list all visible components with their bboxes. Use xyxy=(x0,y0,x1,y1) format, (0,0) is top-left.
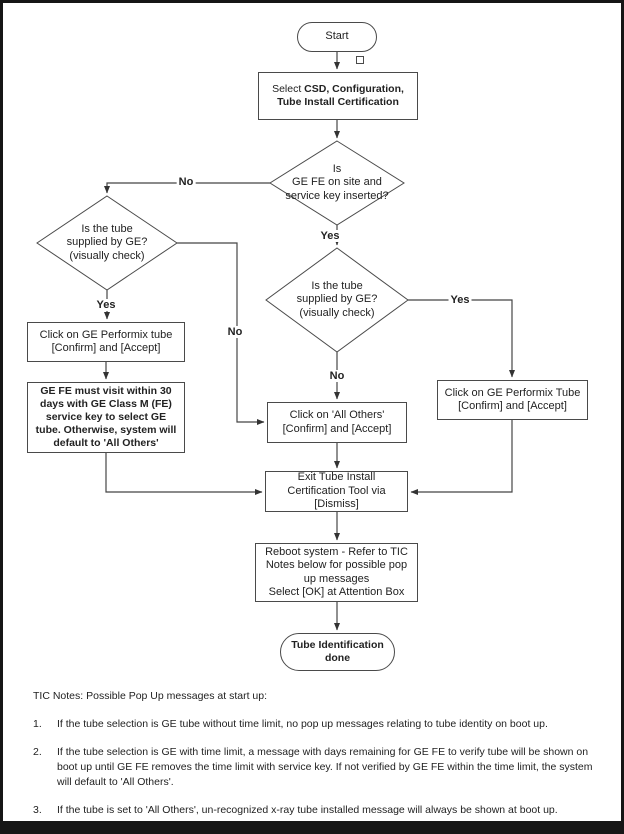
diamond-ge-fe-onsite xyxy=(269,140,405,226)
note-number: 1. xyxy=(33,718,42,730)
tic-notes-header: TIC Notes: Possible Pop Up messages at s… xyxy=(33,690,268,702)
edge-d1-no xyxy=(104,182,270,194)
diamond-tube-supplied-left xyxy=(36,195,178,291)
start-terminal: Start xyxy=(297,22,377,52)
label-d1-yes: Yes xyxy=(318,230,342,242)
small-square-marker xyxy=(356,56,364,64)
label-d3-yes: Yes xyxy=(448,294,472,306)
diamond-tube-supplied-middle-text: Is the tube supplied by GE? (visually ch… xyxy=(296,279,378,319)
note-text: If the tube is set to 'All Others', un-r… xyxy=(57,804,558,816)
edge-performix-right-exit xyxy=(410,420,513,495)
done-terminal: Tube Identification done xyxy=(280,633,395,671)
diamond-tube-supplied-middle xyxy=(265,247,409,353)
note-text: If the tube selection is GE with time li… xyxy=(57,746,593,788)
bottom-black-bar xyxy=(0,821,624,834)
select-csd-prefix: Select xyxy=(272,83,305,95)
label-d2-no: No xyxy=(225,326,245,338)
note-number: 3. xyxy=(33,804,42,816)
edge-d3-yes xyxy=(408,299,515,378)
performix-right-box: Click on GE Performix Tube [Confirm] and… xyxy=(437,380,588,420)
note-text: If the tube selection is GE tube without… xyxy=(57,718,548,730)
ge-fe-visit-box: GE FE must visit within 30 days with GE … xyxy=(27,382,185,453)
diamond-tube-supplied-left-text: Is the tube supplied by GE? (visually ch… xyxy=(66,222,148,262)
tic-note-item: 3. If the tube is set to 'All Others', u… xyxy=(33,803,593,818)
label-d1-no: No xyxy=(176,176,196,188)
edge-fevisit-exit xyxy=(105,453,263,495)
edge-d2-no xyxy=(177,242,265,425)
exit-tic-box: Exit Tube Install Certification Tool via… xyxy=(265,471,408,512)
tic-note-item: 1. If the tube selection is GE tube with… xyxy=(33,717,593,732)
label-d2-yes: Yes xyxy=(94,299,118,311)
label-d3-no: No xyxy=(327,370,347,382)
reboot-box: Reboot system - Refer to TIC Notes below… xyxy=(255,543,418,602)
performix-left-box: Click on GE Performix tube [Confirm] and… xyxy=(27,322,185,362)
note-number: 2. xyxy=(33,746,42,758)
all-others-box: Click on 'All Others' [Confirm] and [Acc… xyxy=(267,402,407,443)
select-csd-box: Select CSD, Configuration, Tube Install … xyxy=(258,72,418,120)
diamond-ge-fe-onsite-text: Is GE FE on site and service key inserte… xyxy=(285,162,389,202)
tic-notes: TIC Notes: Possible Pop Up messages at s… xyxy=(33,689,593,831)
tic-note-item: 2. If the tube selection is GE with time… xyxy=(33,745,593,790)
select-csd-bold: CSD, Configuration, Tube Install Certifi… xyxy=(277,83,404,108)
